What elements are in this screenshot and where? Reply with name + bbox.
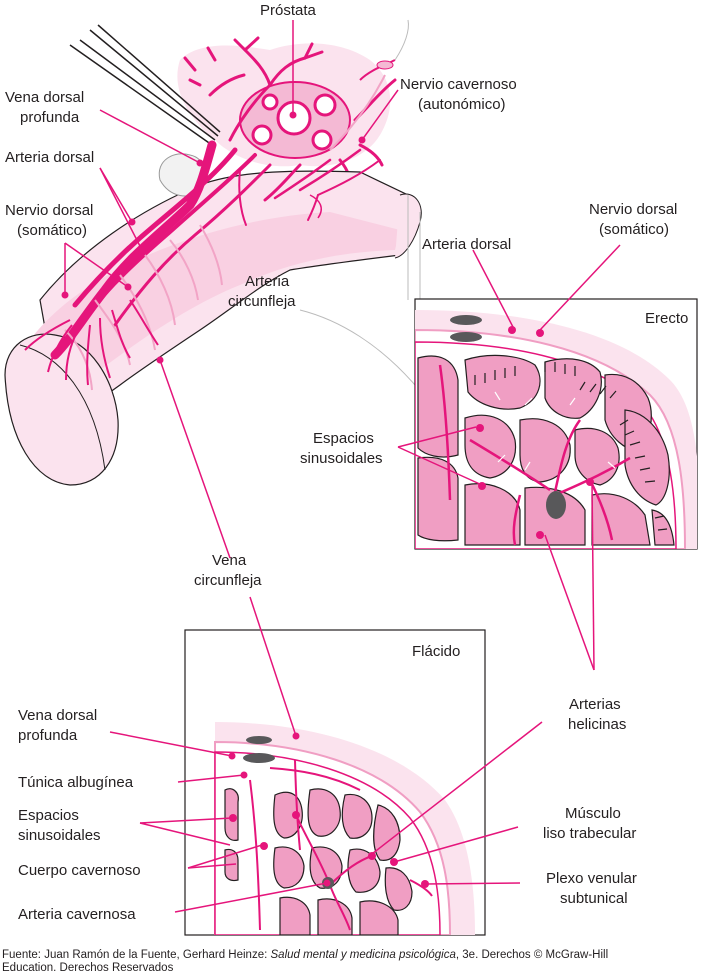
- leader-lines: [64, 20, 621, 913]
- label-arterias-helicinas: Arterias helicinas: [568, 696, 626, 733]
- label-vena-circunfleja: Vena circunfleja: [194, 552, 262, 589]
- labels: Próstata Vena dorsal profunda Arteria do…: [5, 2, 682, 923]
- label-tunica-albuginea: Túnica albugínea: [18, 774, 134, 791]
- label-musculo-liso: Músculo liso trabecular: [543, 805, 636, 842]
- label-vena-dorsal-profunda: Vena dorsal profunda: [5, 89, 88, 126]
- penis-illustration: [4, 19, 422, 486]
- leader-dots: [61, 111, 366, 887]
- label-plexo-venular: Plexo venular subtunical: [546, 870, 641, 907]
- needles: [69, 24, 221, 146]
- erect-cross-section-panel: Erecto: [414, 298, 698, 550]
- label-arteria-dorsal: Arteria dorsal: [5, 149, 94, 166]
- label-espacios-sinusoidales-bottom: Espacios sinusoidales: [18, 807, 101, 844]
- zoom-lines: [299, 195, 421, 386]
- flaccid-cross-section-panel: Flácido: [184, 629, 486, 936]
- label-cuerpo-cavernoso: Cuerpo cavernoso: [18, 862, 141, 879]
- label-espacios-sinusoidales-right: Espacios sinusoidales: [300, 430, 383, 467]
- caption-line2: Education. Derechos Reservados: [2, 962, 174, 974]
- label-nervio-dorsal-right: Nervio dorsal (somático): [589, 201, 682, 238]
- caption-prefix: Fuente: Juan Ramón de la Fuente, Gerhard…: [2, 949, 271, 961]
- label-arteria-cavernosa: Arteria cavernosa: [18, 906, 136, 923]
- source-caption: Fuente: Juan Ramón de la Fuente, Gerhard…: [2, 949, 710, 975]
- erect-title: Erecto: [645, 310, 688, 327]
- caption-title: Salud mental y medicina psicológica: [270, 949, 456, 961]
- caption-suffix: , 3e. Derechos © McGraw-Hill: [455, 949, 609, 961]
- label-nervio-dorsal: Nervio dorsal (somático): [5, 202, 98, 239]
- label-arteria-dorsal-right: Arteria dorsal: [422, 236, 511, 253]
- flaccid-title: Flácido: [412, 643, 460, 660]
- label-arteria-circunfleja: Arteria circunfleja: [228, 273, 296, 310]
- label-nervio-cavernoso: Nervio cavernoso (autonómico): [400, 76, 521, 113]
- label-prostata: Próstata: [260, 2, 317, 19]
- label-vena-dorsal-profunda-bottom: Vena dorsal profunda: [18, 707, 101, 744]
